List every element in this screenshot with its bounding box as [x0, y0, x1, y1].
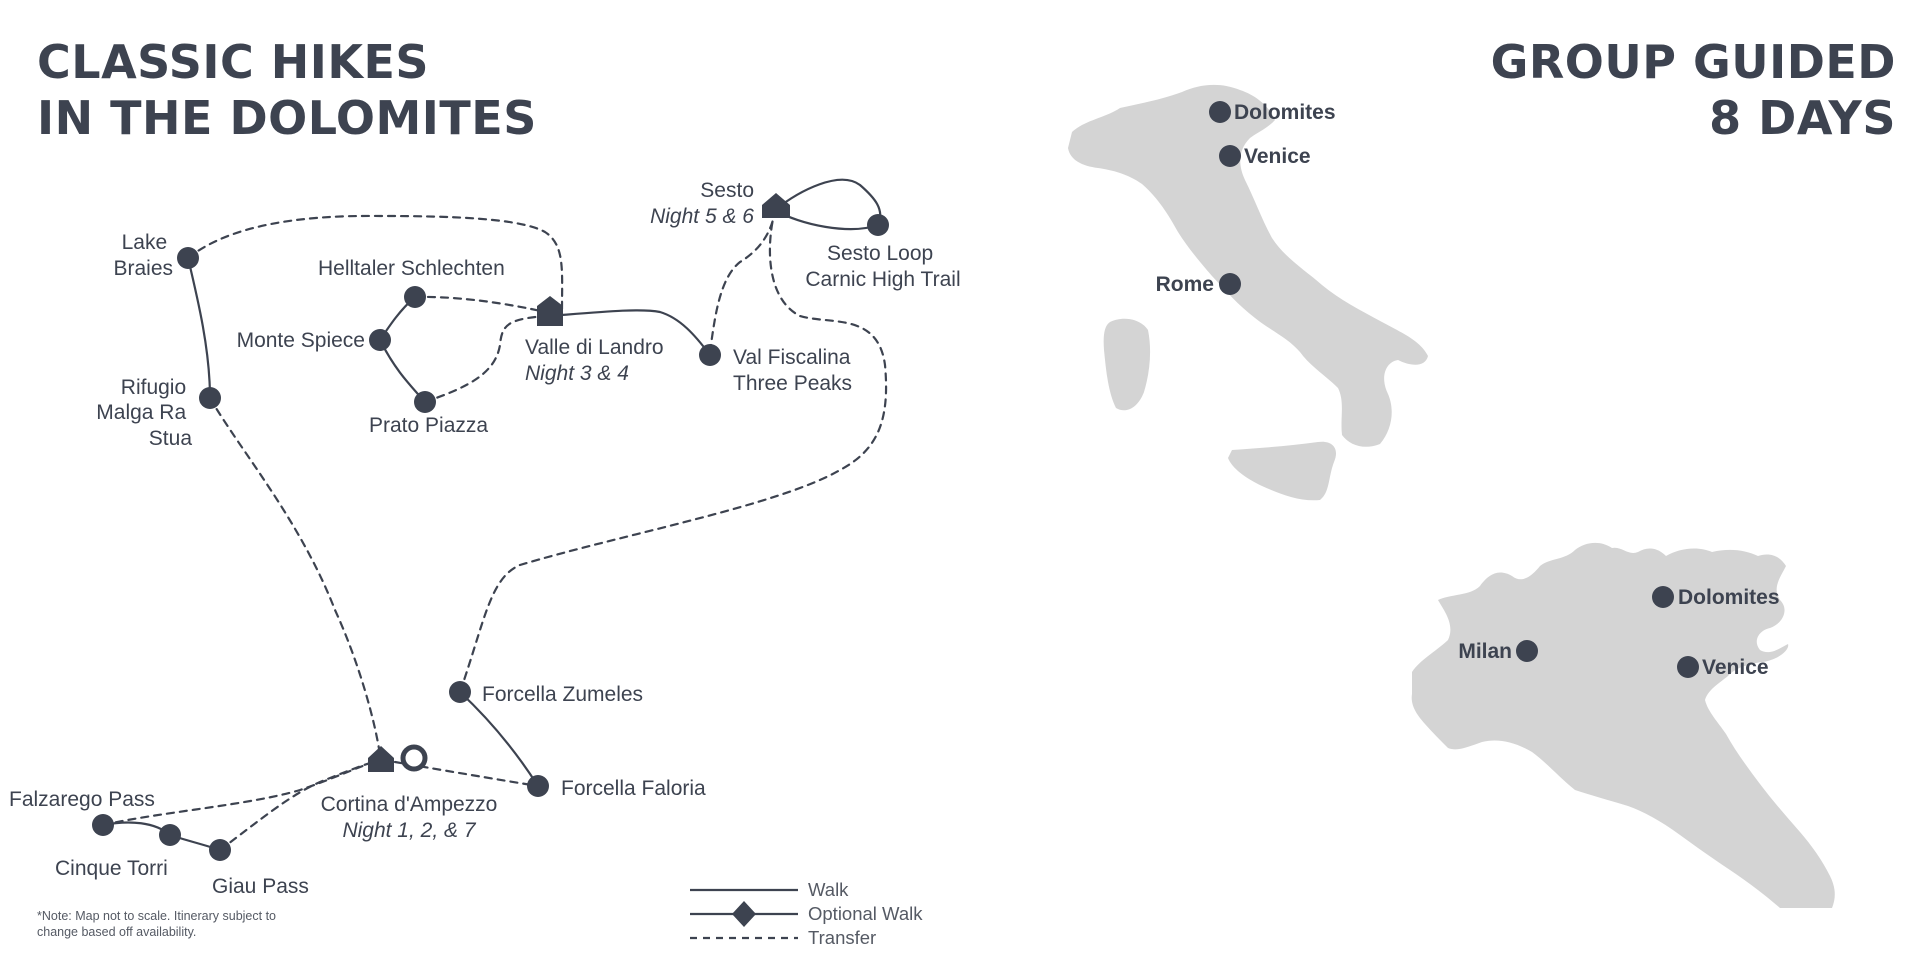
north-dolomites-label: Dolomites [1678, 586, 1780, 609]
italy-venice-marker [1219, 145, 1241, 167]
sardinia-shape [1103, 318, 1151, 411]
label-cortina: Cortina d'Ampezzo [321, 793, 498, 816]
tour-type-line-1: GROUP GUIDED [1490, 35, 1896, 89]
disclaimer-line-2: change based off availability. [37, 925, 197, 939]
diamond-icon [732, 901, 756, 927]
walk-forcella-zumeles-to-faloria [458, 690, 540, 788]
italy-rome-label: Rome [1156, 273, 1214, 296]
label-giau-pass: Giau Pass [212, 875, 309, 898]
north-milan-marker [1516, 640, 1538, 662]
sicily-shape [1228, 441, 1337, 501]
label-valle-di-landro: Valle di Landro [525, 336, 664, 359]
tour-duration: 8 DAYS [1709, 91, 1896, 145]
italy-rome-marker [1219, 273, 1241, 295]
map-legend: Walk Optional Walk Transfer [690, 879, 923, 948]
north-venice-label: Venice [1702, 656, 1769, 679]
transfer-rifugio-to-cortina [208, 396, 382, 757]
stop-labels: Lake Braies Rifugio Malga Ra Stua Hellta… [9, 179, 961, 898]
italy-overview-map: Dolomites Venice Rome [1068, 84, 1428, 501]
label-helltaler-schlechten: Helltaler Schlechten [318, 257, 505, 280]
italy-mainland-shape [1068, 84, 1428, 447]
tour-type-heading: GROUP GUIDED 8 DAYS [1491, 34, 1896, 146]
walk-valle-di-landro-to-val-fiscalina [548, 309, 712, 357]
transfer-falzarego-to-cortina [101, 758, 382, 827]
disclaimer-line-1: *Note: Map not to scale. Itinerary subje… [37, 909, 277, 923]
label-monte-spiece: Monte Spiece [237, 329, 365, 352]
label-sesto: Sesto [700, 179, 754, 202]
stop-marker-lake-braies[interactable] [177, 247, 199, 269]
stop-marker-val-fiscalina[interactable] [699, 344, 721, 366]
transfer-prato-piazza-to-valle-di-landro [423, 313, 562, 404]
walk-sesto-loop [773, 178, 882, 231]
walk-monte-spiece-loop [378, 295, 427, 404]
stop-marker-helltaler-schlechten[interactable] [404, 286, 426, 308]
night-label-cortina: Night 1, 2, & 7 [342, 819, 476, 842]
legend-optional-walk-label: Optional Walk [808, 903, 923, 924]
label-forcella-faloria: Forcella Faloria [561, 777, 706, 800]
label-prato-piazza: Prato Piazza [369, 414, 488, 437]
house-icon-sesto[interactable] [762, 193, 790, 218]
label-cinque-torri: Cinque Torri [55, 857, 168, 880]
label-falzarego-pass: Falzarego Pass [9, 788, 155, 811]
transfer-helltaler-to-valle-di-landro [413, 295, 547, 314]
night-label-valle-di-landro: Night 3 & 4 [525, 362, 629, 385]
label-forcella-zumeles: Forcella Zumeles [482, 683, 643, 706]
stop-marker-prato-piazza[interactable] [414, 391, 436, 413]
stop-marker-forcella-faloria[interactable] [527, 775, 549, 797]
stop-marker-sesto-loop[interactable] [867, 214, 889, 236]
north-milan-label: Milan [1458, 640, 1512, 663]
stop-marker-monte-spiece[interactable] [369, 329, 391, 351]
stop-marker-giau-pass[interactable] [209, 839, 231, 861]
disclaimer-note: *Note: Map not to scale. Itinerary subje… [37, 908, 337, 940]
stop-marker-forcella-zumeles[interactable] [449, 681, 471, 703]
north-italy-shape [1411, 542, 1835, 908]
house-icon-valle-di-landro[interactable] [537, 296, 563, 326]
north-venice-marker [1677, 656, 1699, 678]
north-dolomites-marker [1652, 586, 1674, 608]
walk-lake-braies-to-rifugio [186, 256, 212, 400]
house-icon-cortina[interactable] [368, 746, 394, 772]
stop-marker-rifugio-malga-ra-stua[interactable] [199, 387, 221, 409]
label-rifugio-malga-ra-stua: Rifugio Malga Ra Stua [96, 376, 192, 450]
legend-transfer-label: Transfer [808, 927, 876, 948]
page-title-line-1: CLASSIC HIKES [37, 35, 430, 89]
legend-walk-label: Walk [808, 879, 849, 900]
transfer-sesto-to-forcella-zumeles [458, 208, 888, 694]
stop-marker-falzarego-pass[interactable] [92, 814, 114, 836]
page-title-line-2: IN THE DOLOMITES [37, 91, 537, 145]
label-sesto-loop: Sesto Loop Carnic High Trail [805, 242, 960, 291]
page-title: CLASSIC HIKES IN THE DOLOMITES [37, 34, 537, 146]
start-end-ring-icon [400, 744, 428, 772]
transfer-lake-braies-to-valle-di-landro [186, 214, 564, 312]
stop-marker-cinque-torri[interactable] [159, 824, 181, 846]
italy-dolomites-label: Dolomites [1234, 101, 1336, 124]
italy-dolomites-marker [1209, 101, 1231, 123]
north-italy-zoom-map: Dolomites Milan Venice [1411, 542, 1835, 908]
label-val-fiscalina: Val Fiscalina Three Peaks [733, 346, 856, 395]
transfer-val-fiscalina-to-sesto [708, 208, 777, 354]
label-lake-braies: Lake Braies [113, 231, 173, 280]
italy-venice-label: Venice [1244, 145, 1311, 168]
night-label-sesto: Night 5 & 6 [650, 205, 754, 228]
